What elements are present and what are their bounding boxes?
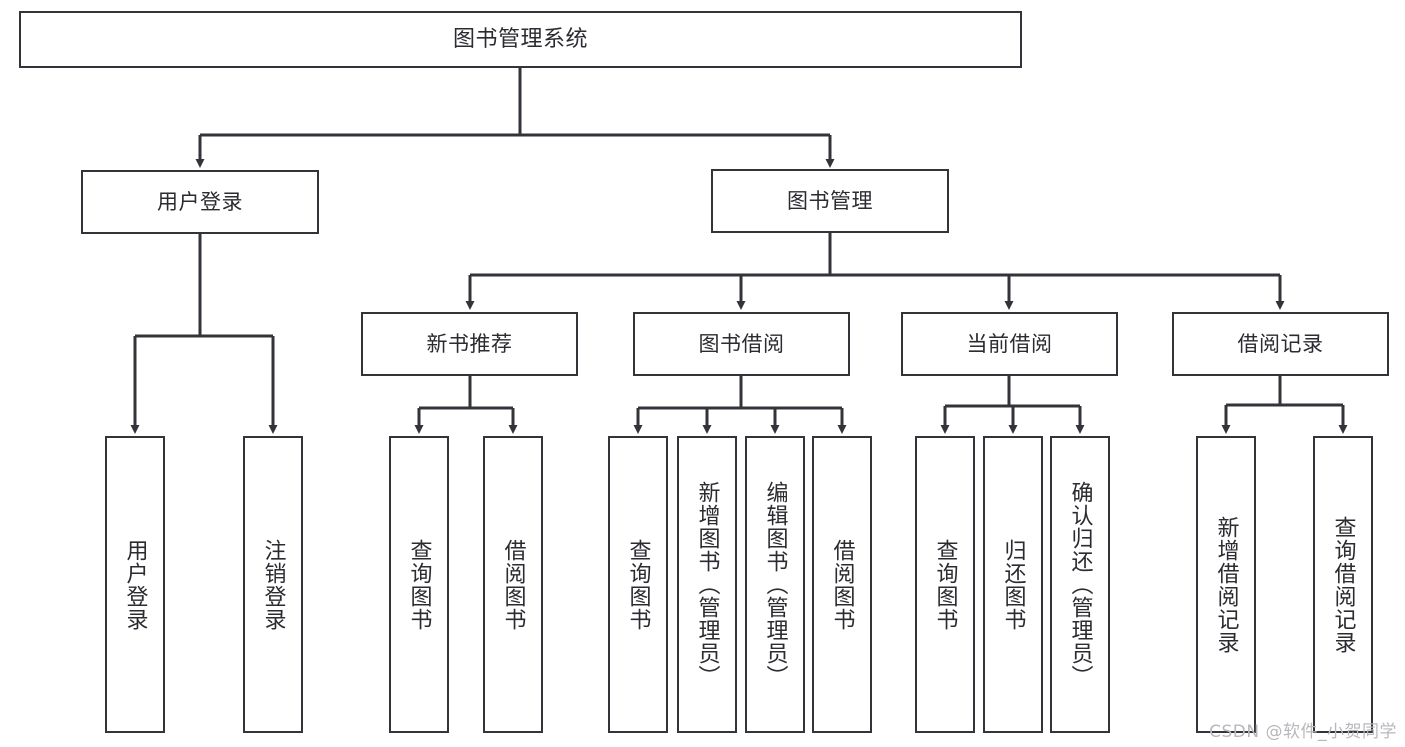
node-label: 新增借阅记录 [1213,515,1239,654]
watermark-text: CSDN @软件_小贺同学 [1209,722,1397,742]
node-root-system[interactable]: 图书管理系统 [19,11,1022,68]
node-label: 图书管理系统 [452,26,588,52]
edges-current-to-leaves [940,376,1085,434]
edges-record-to-leaves [1221,376,1348,434]
node-new-book-recommend[interactable]: 新书推荐 [361,312,578,376]
node-current-borrow[interactable]: 当前借阅 [901,312,1118,376]
leaf-node-return-book[interactable]: 归还图书 [983,436,1043,733]
node-label: 新增图书（管理员） [694,481,720,688]
node-user-login[interactable]: 用户登录 [81,170,319,234]
leaf-node-query-book-borrow[interactable]: 查询图书 [608,436,668,733]
node-label: 新书推荐 [426,331,513,356]
node-label: 查询图书 [406,538,432,631]
node-label: 图书管理 [787,188,873,213]
leaf-node-query-book-current[interactable]: 查询图书 [915,436,975,733]
node-label: 图书借阅 [698,331,785,356]
node-label: 查询图书 [625,538,651,631]
edges-borrow-to-leaves [633,376,847,434]
leaf-node-user-login[interactable]: 用户登录 [105,436,165,733]
leaf-node-edit-book[interactable]: 编辑图书（管理员） [745,436,805,733]
edges-bookmanage-to-level2 [465,233,1285,310]
node-borrow-record[interactable]: 借阅记录 [1172,312,1389,376]
node-label: 借阅记录 [1237,331,1324,356]
leaf-node-confirm-return[interactable]: 确认归还（管理员） [1050,436,1110,733]
node-label: 编辑图书（管理员） [762,481,788,688]
node-label: 当前借阅 [966,331,1053,356]
node-label: 用户登录 [157,189,243,214]
leaf-node-query-book-recommend[interactable]: 查询图书 [389,436,449,733]
node-label: 归还图书 [1000,538,1026,631]
node-label: 用户登录 [122,538,148,631]
node-label: 借阅图书 [829,538,855,631]
edges-recommend-to-leaves [414,376,518,434]
leaf-node-user-logout[interactable]: 注销登录 [243,436,303,733]
edges-root-to-level1 [195,68,835,168]
leaf-node-add-book[interactable]: 新增图书（管理员） [677,436,737,733]
node-book-manage[interactable]: 图书管理 [711,169,949,233]
node-book-borrow[interactable]: 图书借阅 [633,312,850,376]
leaf-node-borrow-book-recommend[interactable]: 借阅图书 [483,436,543,733]
leaf-node-borrow-book[interactable]: 借阅图书 [812,436,872,733]
node-label: 查询借阅记录 [1330,515,1356,654]
node-label: 注销登录 [260,538,286,631]
edges-userlogin-to-leaves [130,234,278,434]
leaf-node-add-borrow-record[interactable]: 新增借阅记录 [1196,436,1256,733]
node-label: 查询图书 [932,538,958,631]
node-label: 确认归还（管理员） [1067,481,1093,688]
leaf-node-query-borrow-record[interactable]: 查询借阅记录 [1313,436,1373,733]
node-label: 借阅图书 [500,538,526,631]
